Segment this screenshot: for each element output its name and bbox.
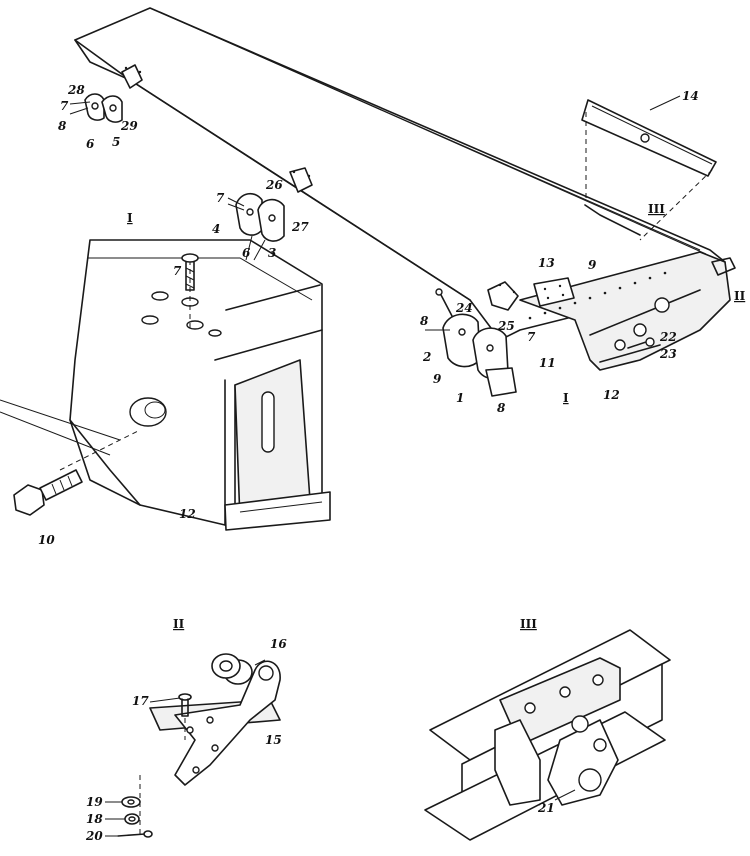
leader-lines [69, 95, 681, 837]
rivet-line [528, 271, 667, 320]
bolt-10 [13, 469, 83, 516]
label-8c: 8 [497, 401, 506, 415]
label-19: 19 [86, 795, 103, 809]
marker-II: II [734, 289, 746, 303]
marker-III: III [648, 202, 665, 216]
label-11: 11 [539, 356, 556, 370]
label-13: 13 [538, 256, 555, 270]
hinge-bracket-outer [121, 64, 143, 89]
label-26: 26 [265, 178, 283, 192]
label-6: 6 [86, 137, 95, 151]
label-15: 15 [265, 733, 282, 747]
label-16: 16 [270, 637, 287, 651]
label-5: 5 [112, 135, 120, 149]
label-25: 25 [497, 319, 515, 333]
label-12a: 12 [179, 507, 196, 521]
label-12b: 12 [603, 388, 620, 402]
label-7c: 7 [173, 264, 182, 278]
label-9a: 9 [588, 258, 597, 272]
label-29: 29 [120, 119, 138, 133]
label-4: 4 [212, 222, 220, 236]
label-6b: 6 [242, 246, 251, 260]
part-labels: 28 7 8 6 5 29 26 7 4 6 3 27 7 10 12 14 1… [38, 83, 699, 843]
label-7d: 7 [527, 330, 536, 344]
label-8a: 8 [58, 119, 67, 133]
label-20: 20 [85, 829, 103, 843]
screw-detail-I [181, 253, 199, 291]
hinge-bracket-inner [487, 281, 519, 311]
label-24: 24 [455, 301, 473, 315]
detail-III-bracket [424, 629, 671, 841]
label-7a: 7 [60, 99, 69, 113]
label-27: 27 [291, 220, 309, 234]
label-23: 23 [659, 347, 677, 361]
clamp-set-inner [435, 277, 575, 397]
label-17: 17 [132, 694, 149, 708]
label-18: 18 [86, 812, 103, 826]
label-9b: 9 [433, 372, 442, 386]
label-28: 28 [67, 83, 85, 97]
label-2: 2 [422, 350, 431, 364]
view-title-I: I [127, 211, 133, 225]
clamp-set-outer [84, 93, 123, 123]
trim-tab [581, 99, 717, 241]
detail-II-lever [117, 653, 281, 838]
marker-I: I [563, 391, 569, 405]
label-7b: 7 [216, 191, 225, 205]
label-1: 1 [456, 391, 464, 405]
hinge-bracket-middle [289, 167, 313, 193]
label-22: 22 [659, 330, 677, 344]
label-10: 10 [38, 533, 55, 547]
view-title-II: II [173, 617, 185, 631]
control-surface [74, 7, 736, 371]
label-3: 3 [268, 246, 276, 260]
label-14: 14 [682, 89, 699, 103]
detail-I-fitting [0, 239, 331, 531]
view-title-III: III [520, 617, 537, 631]
clamp-set-middle [235, 192, 285, 242]
label-8b: 8 [420, 314, 429, 328]
label-21: 21 [537, 801, 555, 815]
